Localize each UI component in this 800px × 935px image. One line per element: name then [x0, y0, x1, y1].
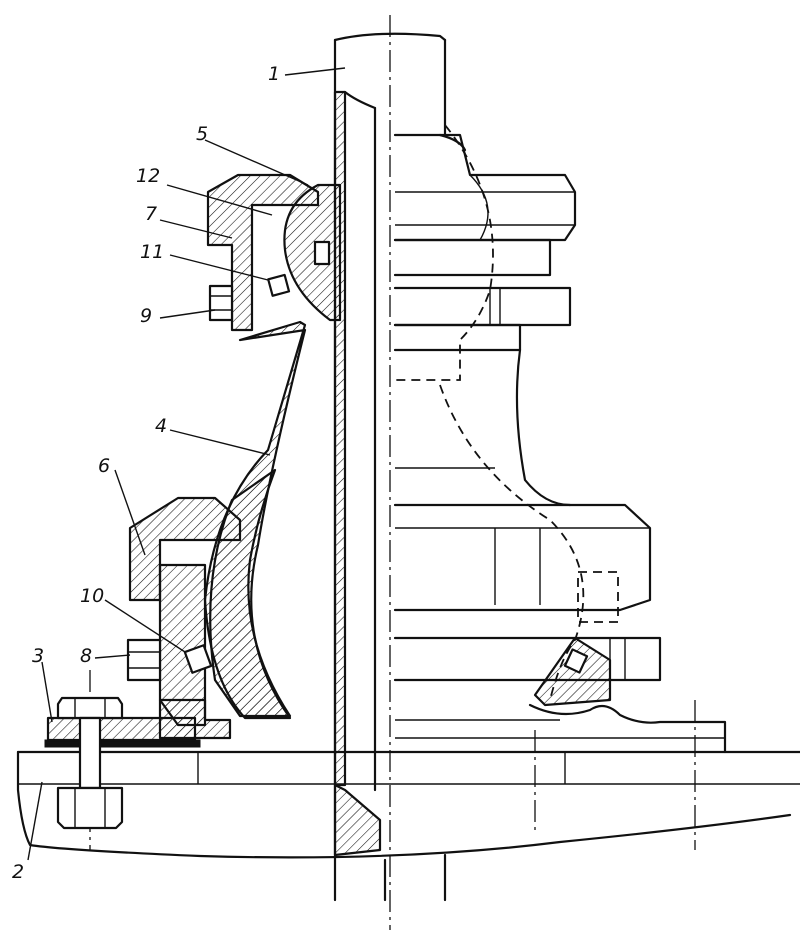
label-2: 2	[12, 861, 24, 883]
label-6: 6	[98, 455, 110, 477]
label-11: 11	[140, 241, 164, 263]
label-1: 1	[268, 63, 280, 85]
label-8: 8	[80, 645, 92, 667]
anchor-bolt	[58, 698, 122, 828]
right-exterior	[395, 125, 725, 752]
base-plate	[18, 670, 800, 857]
label-12: 12	[136, 165, 160, 187]
shaft	[335, 15, 445, 930]
upper-housing	[208, 175, 340, 330]
label-9: 9	[140, 305, 152, 327]
label-5: 5	[196, 123, 208, 145]
label-4: 4	[155, 415, 167, 437]
label-7: 7	[145, 203, 157, 225]
label-3: 3	[32, 645, 44, 667]
label-10: 10	[80, 585, 104, 607]
